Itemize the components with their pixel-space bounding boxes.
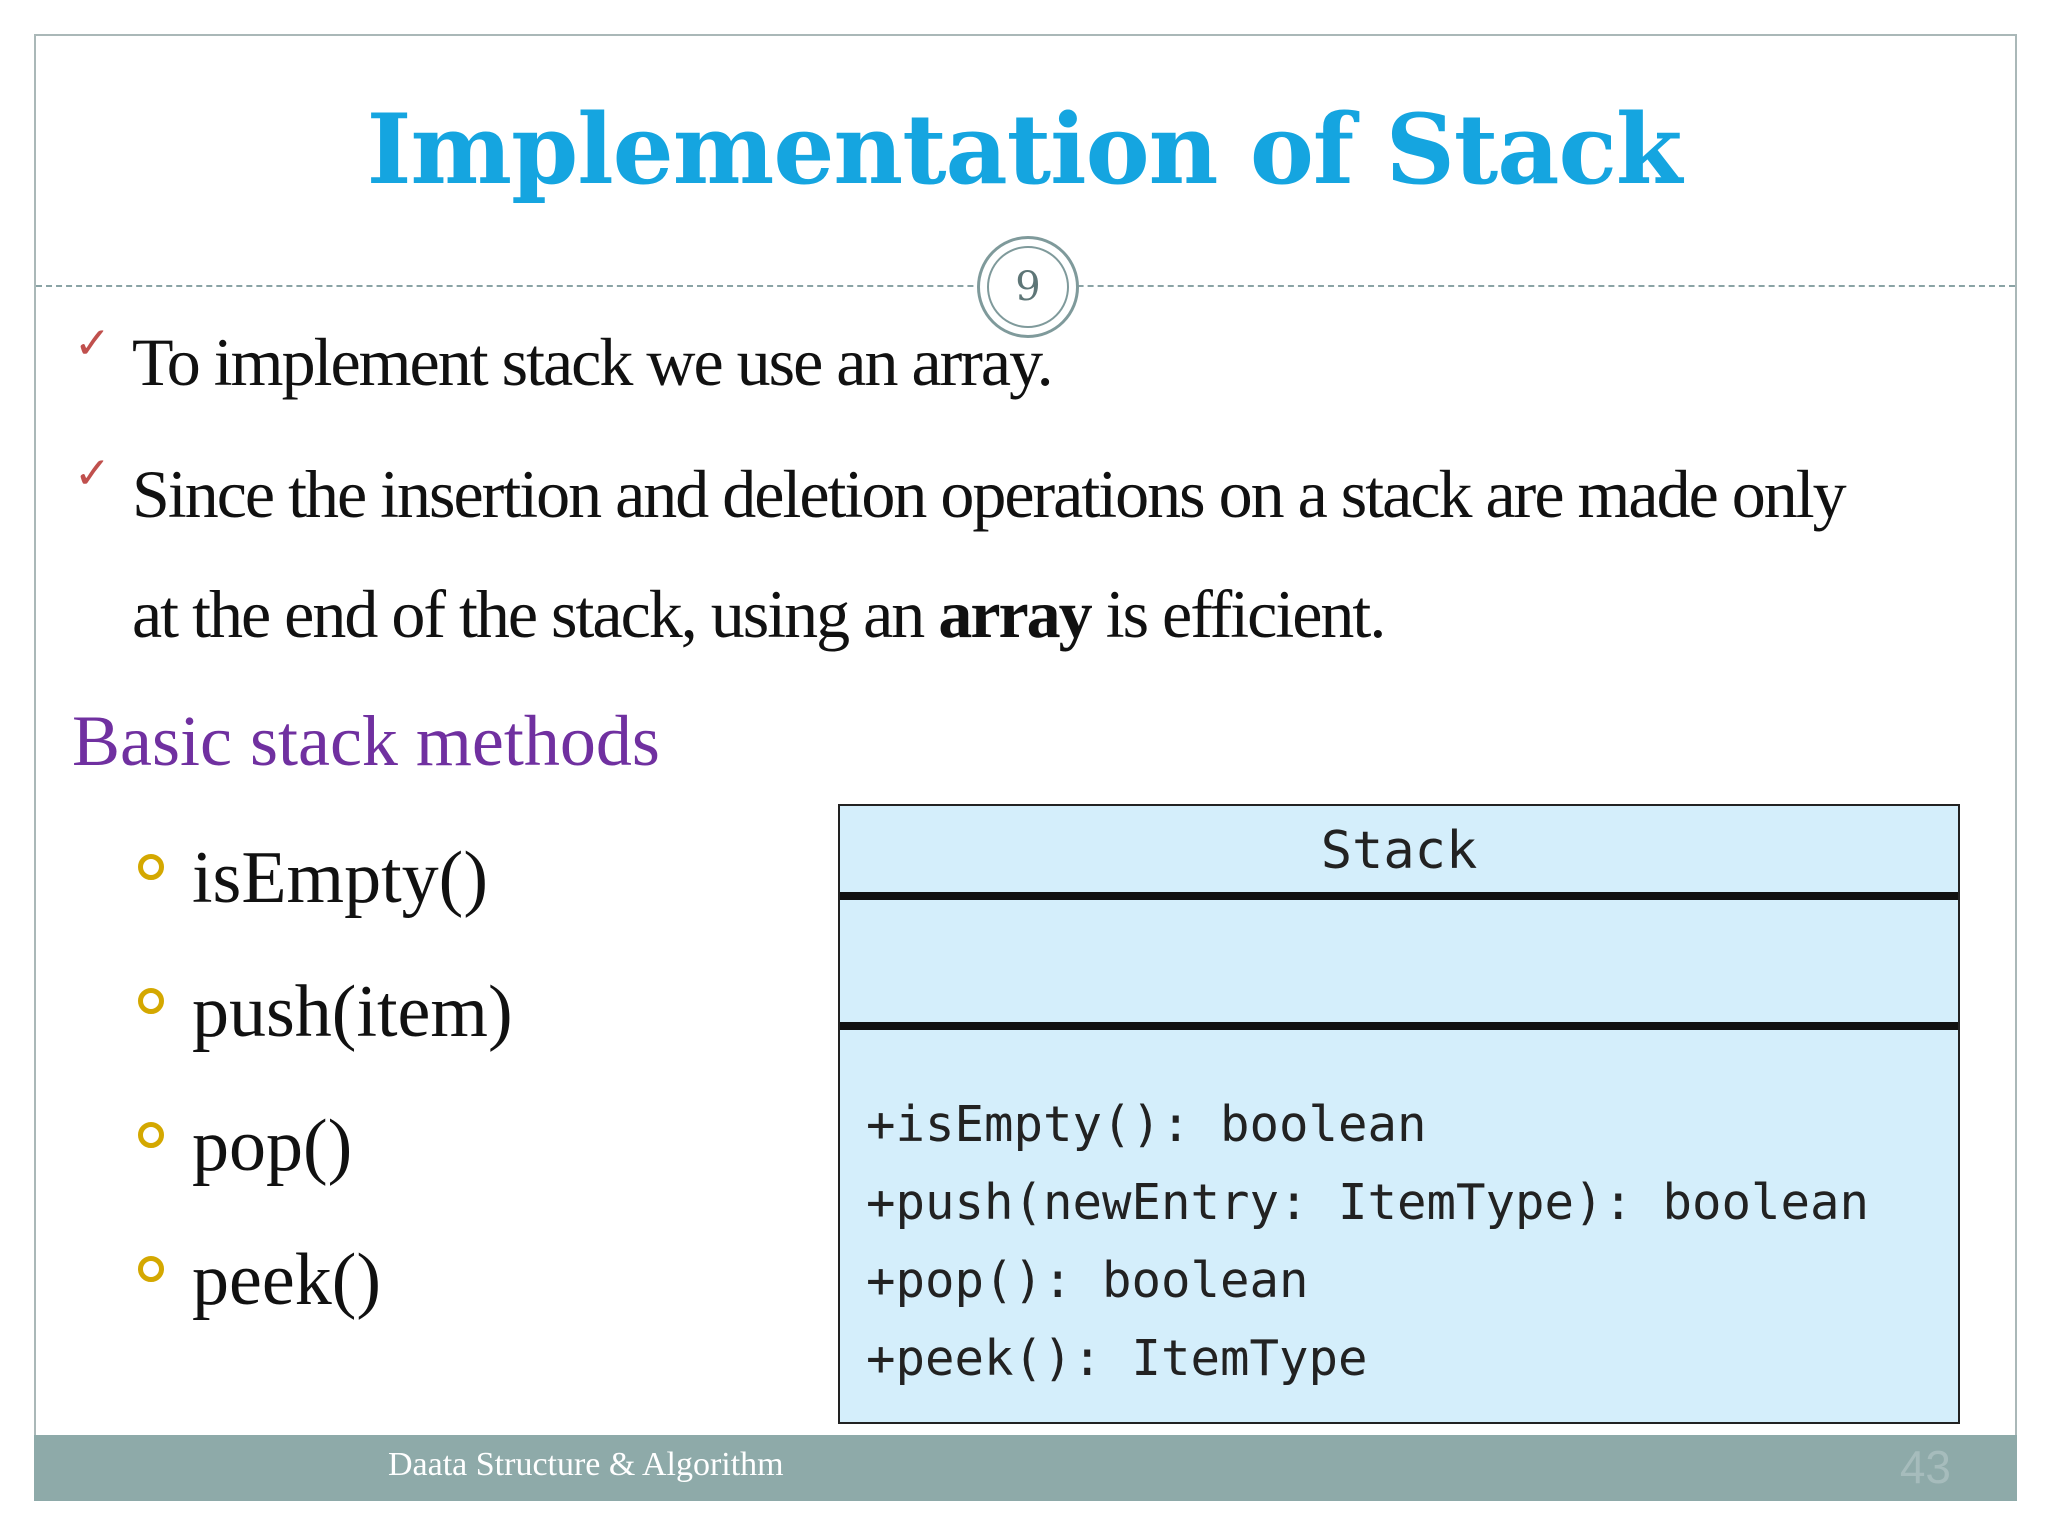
- checkmark-icon: ✓: [74, 448, 111, 499]
- ring-bullet-icon: [138, 988, 164, 1014]
- method-item-peek: peek(): [192, 1239, 381, 1321]
- uml-class-diagram: Stack +isEmpty(): boolean +push(newEntry…: [838, 804, 1960, 1424]
- bullet-1-text: To implement stack we use an array.: [132, 324, 1054, 400]
- ring-bullet-icon: [138, 1256, 164, 1282]
- method-item-isempty: isEmpty(): [192, 837, 488, 919]
- uml-operation: +pop(): boolean: [866, 1252, 1309, 1309]
- uml-operations: +isEmpty(): boolean +push(newEntry: Item…: [866, 1086, 1869, 1398]
- bullet-2-line-2: at the end of the stack, using an array …: [132, 554, 1387, 674]
- checkmark-icon: ✓: [74, 318, 111, 369]
- bullet-2-bold-term: array: [938, 576, 1092, 652]
- uml-operation: +peek(): ItemType: [866, 1330, 1368, 1387]
- footer-bar: Daata Structure & Algorithm 43: [34, 1435, 2017, 1501]
- inner-page-number: 9: [987, 246, 1069, 328]
- bullet-2-text-after: is efficient.: [1090, 576, 1387, 652]
- page-number-badge: 9: [977, 236, 1079, 338]
- bullet-2-text-before: at the end of the stack, using an: [132, 576, 939, 652]
- slide-title: Implementation of Stack: [366, 93, 1683, 206]
- uml-name-divider: [840, 892, 1958, 900]
- bullet-2-line-1: Since the insertion and deletion operati…: [132, 456, 1847, 532]
- method-item-push: push(item): [192, 971, 513, 1053]
- ring-bullet-icon: [138, 854, 164, 880]
- footer-course-title: Daata Structure & Algorithm: [388, 1446, 784, 1483]
- uml-attributes-divider: [840, 1022, 1958, 1030]
- footer-page-number: 43: [1899, 1441, 1951, 1493]
- uml-operation: +isEmpty(): boolean: [866, 1096, 1427, 1153]
- uml-operation: +push(newEntry: ItemType): boolean: [866, 1174, 1870, 1231]
- method-item-pop: pop(): [192, 1105, 353, 1187]
- ring-bullet-icon: [138, 1122, 164, 1148]
- section-heading: Basic stack methods: [72, 701, 660, 781]
- uml-class-name: Stack: [1320, 821, 1478, 881]
